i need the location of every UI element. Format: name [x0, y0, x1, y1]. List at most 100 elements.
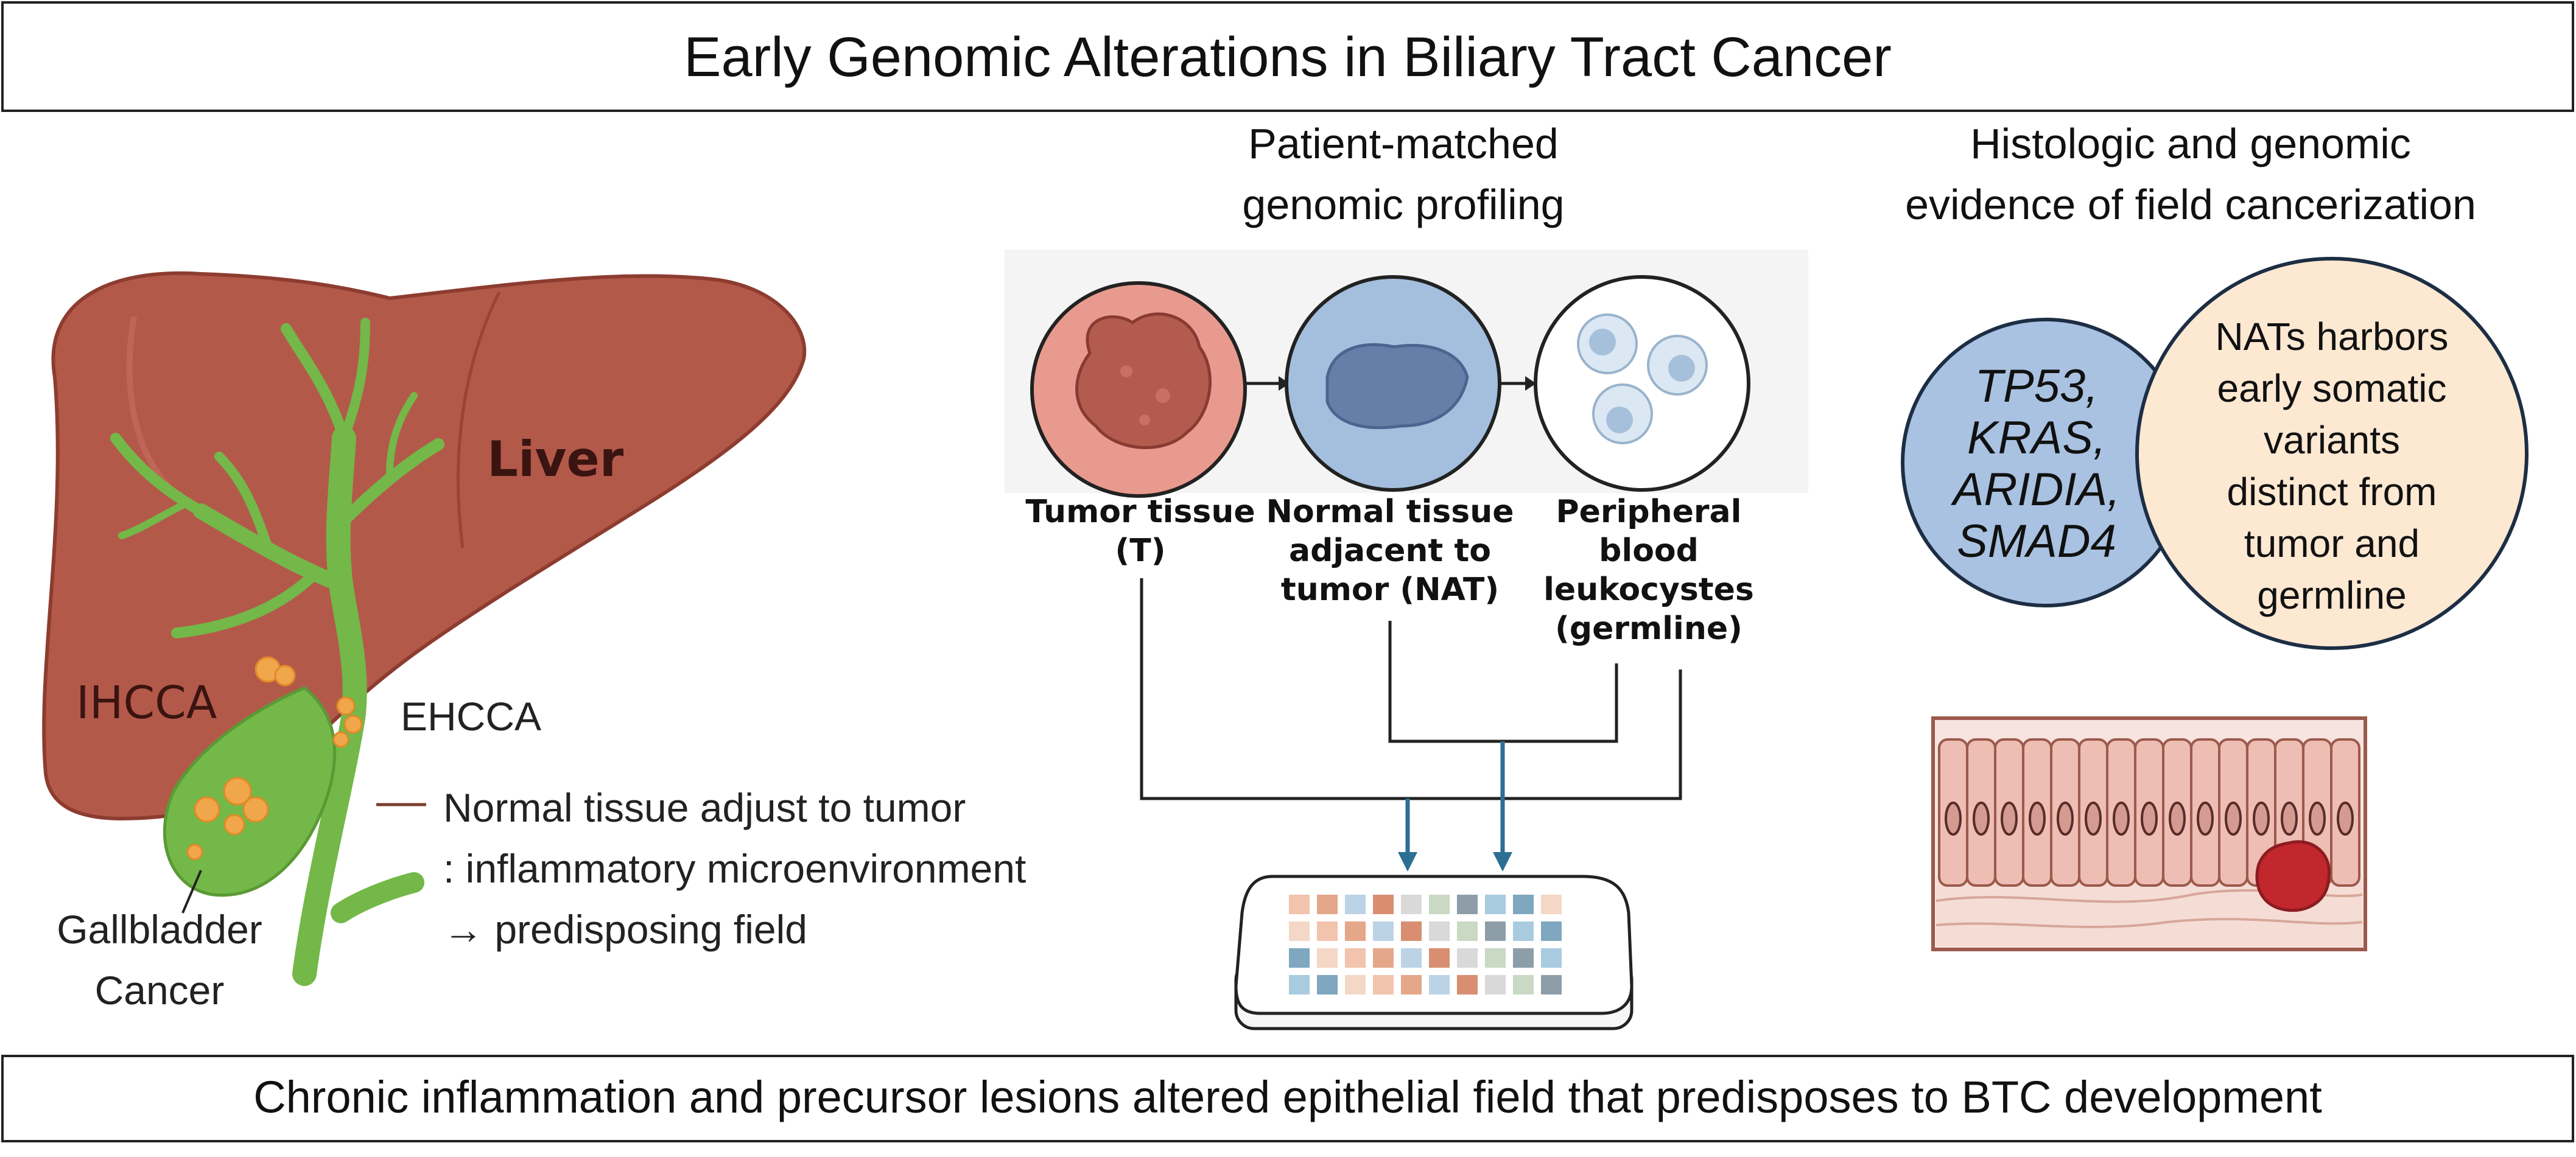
duct-branch-left-3 [214, 452, 273, 553]
matrix-cell [1429, 921, 1450, 941]
matrix-cell [1429, 975, 1450, 994]
epithelial-nucleus [2057, 802, 2074, 836]
matrix-cell [1541, 921, 1562, 941]
liver-shape [42, 271, 807, 821]
nat-variant-line-3: variants [2264, 418, 2400, 462]
matrix-cell [1541, 895, 1562, 914]
gallbladder-tumor-dot [223, 814, 245, 836]
epithelial-cells [1938, 738, 2360, 887]
venn-diagram [1901, 257, 2529, 650]
stroma-fiber [1936, 918, 2363, 929]
matrix-cells [1289, 895, 1562, 994]
gene-line-2: KRAS, [1967, 412, 2106, 464]
nat-label-line-1: Normal tissue [1266, 494, 1514, 530]
gallbladder-label-line-1: Gallbladder [57, 907, 262, 952]
epithelial-nucleus [2337, 802, 2354, 836]
matrix-cell [1345, 975, 1366, 994]
nat-note-line-1: Normal tissue adjust to tumor [443, 785, 966, 830]
matrix-cell [1289, 948, 1310, 968]
nat-label-line-2: adjacent to [1289, 533, 1491, 569]
matrix-cell [1317, 921, 1338, 941]
matrix-cell [1345, 948, 1366, 968]
profiling-heading-line-1: Patient-matched [1248, 120, 1559, 167]
ihcca-tumor-dot [274, 665, 296, 687]
matrix-cell [1513, 975, 1534, 994]
nat-variant-line-4: distinct from [2227, 470, 2437, 514]
ehcca-tumor-dot [343, 715, 363, 734]
matrix-cell [1541, 975, 1562, 994]
duct-tumor-clusters [254, 656, 363, 748]
field-heading-line-2: evidence of field cancerization [1905, 181, 2476, 228]
epithelial-nucleus [2281, 802, 2298, 836]
nat-variant-line-1: NATs harbors [2216, 315, 2449, 358]
gallbladder-tumor-dot [186, 844, 203, 861]
gene-line-1: TP53, [1975, 360, 2099, 412]
epithelial-nucleus [2113, 802, 2130, 836]
tumor-mass [1075, 312, 1212, 449]
duct-branch-lower [171, 567, 322, 638]
matrix-cell [1485, 895, 1506, 914]
leukocyte-nucleus [1589, 329, 1616, 355]
gallbladder-leader-line [181, 870, 202, 914]
gallbladder-label-line-2: Cancer [95, 968, 225, 1013]
epithelial-nucleus [2001, 802, 2018, 836]
matrix-cell [1457, 948, 1478, 968]
ehcca-tumor-dot [332, 731, 349, 748]
nat-note-line-2: : inflammatory microenvironment [443, 846, 1026, 891]
duct-branch-right-2 [386, 392, 418, 478]
arrow-to-matrix-1-head [1398, 852, 1417, 872]
epithelial-nucleus [1945, 802, 1962, 836]
epithelial-nucleus [2197, 802, 2214, 836]
matrix-cell [1345, 921, 1366, 941]
blood-circle [1534, 275, 1750, 492]
matrix-cell [1289, 895, 1310, 914]
nat-note-line-3: → predisposing field [443, 907, 807, 952]
sample-arrow-1-head [1279, 376, 1290, 391]
tumor-texture [1139, 414, 1150, 425]
epithelial-nucleus [2141, 802, 2158, 836]
matrix-cell [1513, 948, 1534, 968]
sample-arrow-2-head [1525, 376, 1536, 391]
matrix-cell [1485, 948, 1506, 968]
nat-variant-line-2: early somatic [2217, 366, 2447, 410]
gallbladder-tumor-dot [194, 796, 220, 823]
tumor-label-line-1: Tumor tissue [1025, 494, 1255, 530]
duct-branch-upper [281, 323, 349, 444]
matrix-cell [1345, 895, 1366, 914]
sequencing-matrix [1234, 875, 1634, 1030]
tumor-label-line-2: (T) [1115, 533, 1165, 569]
epithelial-nucleus [2309, 802, 2326, 836]
title-box [1, 1, 2574, 112]
duct-branch-twig [118, 502, 186, 539]
blood-label-line-1: Peripheral [1556, 494, 1742, 530]
tumor-germline-connector [1140, 578, 1682, 800]
epithelial-nucleus [2029, 802, 2046, 836]
epithelial-nucleus [2169, 802, 2186, 836]
liver-label: Liver [487, 431, 624, 488]
leukocyte-nucleus [1668, 355, 1695, 382]
matrix-cell [1317, 895, 1338, 914]
matrix-cell [1373, 895, 1394, 914]
tumor-texture [1120, 365, 1132, 377]
nat-tissue [1325, 343, 1469, 430]
duct-outlet [331, 872, 424, 923]
matrix-cell [1457, 975, 1478, 994]
matrix-cell [1373, 975, 1394, 994]
arrow-to-matrix-2-head [1493, 852, 1512, 872]
sequencing-arrows [1398, 741, 1512, 872]
nat-label-line-3: tumor (NAT) [1281, 572, 1499, 608]
matrix-cell [1289, 975, 1310, 994]
tumor-texture [1156, 388, 1170, 403]
matrix-cell [1429, 895, 1450, 914]
precursor-lesion [2255, 840, 2331, 912]
liver-lobe-line [457, 291, 501, 548]
matrix-cell [1513, 895, 1534, 914]
epithelial-nucleus [2253, 802, 2270, 836]
footer-box [1, 1055, 2574, 1142]
ihcca-label: IHCCA [76, 677, 217, 729]
field-heading-line-1: Histologic and genomic [1970, 120, 2411, 167]
matrix-cell [1513, 921, 1534, 941]
epithelium-histology [1931, 716, 2367, 951]
matrix-cell [1373, 921, 1394, 941]
gallbladder [163, 686, 337, 897]
